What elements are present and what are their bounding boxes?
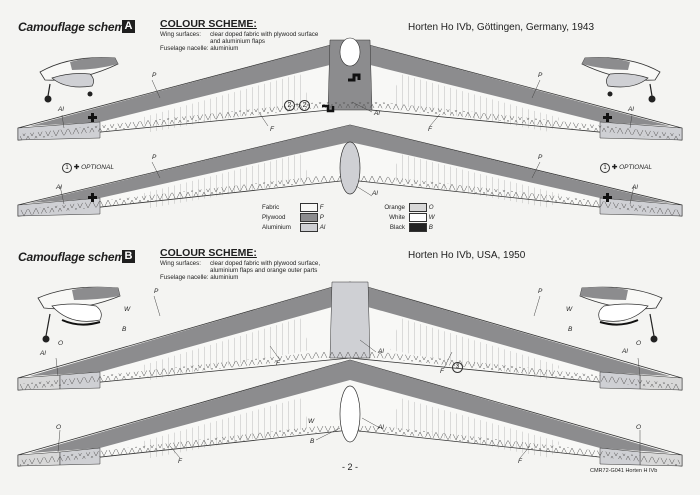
scheme-b-side-view-right <box>579 286 663 343</box>
label-white-b1: W <box>124 306 131 313</box>
label-aluminium-b4: Al <box>378 424 384 431</box>
scheme-a-side-view-right <box>581 57 661 103</box>
scheme-a-fuselage-label: Fuselage nacelle: <box>160 45 209 53</box>
label-plywood-a1: P <box>152 72 157 79</box>
balkenkreuz-icon: ✚ <box>611 164 618 171</box>
scheme-b-colour-title: COLOUR SCHEME: <box>160 247 257 259</box>
label-plywood-a4: P <box>538 154 543 161</box>
scheme-a-fuselage-value: aluminium <box>210 45 239 53</box>
label-orange-b1: O <box>58 340 64 347</box>
legend-item-black: Black B <box>389 223 433 232</box>
scheme-a-bottom-balkenkreuz-left-icon <box>88 193 97 202</box>
label-aluminium-a6: Al <box>372 190 378 197</box>
label-aluminium-a1: Al <box>58 106 64 113</box>
label-fabric-a1: F <box>270 126 274 133</box>
scheme-b-top-wing <box>17 281 683 391</box>
legend-item-aluminium: Aluminium Al <box>262 223 326 232</box>
callout-3: 3 <box>452 362 463 373</box>
label-aluminium-b1: Al <box>40 350 46 357</box>
callout-2-plus-2: 2+2 <box>284 100 311 111</box>
label-fabric-b4: F <box>518 458 522 465</box>
scheme-a-colour-title: COLOUR SCHEME: <box>160 18 257 30</box>
legend-item-orange: Orange O <box>384 203 434 212</box>
scheme-b-badge: B <box>122 250 135 263</box>
label-white-b3: W <box>308 418 315 425</box>
label-aluminium-b2: Al <box>622 348 628 355</box>
scheme-a-top-wing <box>17 37 683 141</box>
product-code: CMR72-G041 Horten H IVb <box>590 468 658 474</box>
scheme-a-heading: Horten Ho IVb, Göttingen, Germany, 1943 <box>408 22 595 33</box>
scheme-b-title: Camouflage scheme <box>18 250 132 264</box>
label-orange-b2: O <box>636 340 642 347</box>
label-orange-b4: O <box>636 424 642 431</box>
scheme-b-fuselage-label: Fuselage nacelle: <box>160 274 209 282</box>
optional-note-left: 1 ✚ OPTIONAL <box>62 163 114 173</box>
label-aluminium-a3: Al <box>374 110 380 117</box>
label-black-b3: B <box>310 438 315 445</box>
label-fabric-b1: F <box>276 360 280 367</box>
label-aluminium-a2: Al <box>628 106 634 113</box>
label-plywood-b1: P <box>154 288 159 295</box>
label-fabric-b3: F <box>178 458 182 465</box>
label-plywood-b2: P <box>538 288 543 295</box>
scheme-a-description: Wing surfaces: clear doped fabric with p… <box>160 31 318 53</box>
label-black-b2: B <box>568 326 573 333</box>
optional-note-right: 1 ✚ OPTIONAL <box>600 163 652 173</box>
scheme-a-bottom-wing <box>17 124 683 217</box>
scheme-b-wing-value: clear doped fabric with plywood surface,… <box>210 260 321 275</box>
scheme-a-top-balkenkreuz-right-icon <box>603 113 612 122</box>
scheme-b-fuselage-value: aluminium <box>210 274 239 282</box>
scheme-a-badge: A <box>122 20 135 33</box>
label-fabric-b2: F <box>440 368 444 375</box>
label-black-b1: B <box>122 326 127 333</box>
scheme-b-side-view-left <box>37 286 121 343</box>
legend-item-fabric: Fabric F <box>262 203 324 212</box>
label-aluminium-b3: Al <box>378 348 384 355</box>
legend-item-plywood: Plywood P <box>262 213 324 222</box>
scheme-a-top-balkenkreuz-left-icon <box>88 113 97 122</box>
label-orange-b3: O <box>56 424 62 431</box>
scheme-b-bottom-wing <box>17 359 683 467</box>
label-plywood-a2: P <box>538 72 543 79</box>
scheme-a-side-view-left <box>39 57 119 103</box>
leader-lines <box>55 79 641 459</box>
label-aluminium-a5: Al <box>632 184 638 191</box>
legend-item-white: White W <box>389 213 435 222</box>
label-aluminium-a4: Al <box>56 184 62 191</box>
scheme-b-description: Wing surfaces: clear doped fabric with p… <box>160 260 320 282</box>
scheme-a-wing-label: Wing surfaces: <box>160 31 201 38</box>
label-fabric-a2: F <box>428 126 432 133</box>
scheme-b-wing-label: Wing surfaces: <box>160 260 201 267</box>
scheme-a-title: Camouflage scheme <box>18 20 132 34</box>
scheme-b-heading: Horten Ho IVb, USA, 1950 <box>408 250 526 261</box>
label-plywood-a3: P <box>152 154 157 161</box>
balkenkreuz-icon: ✚ <box>73 164 80 171</box>
page-number: - 2 - <box>342 462 359 472</box>
scheme-a-bottom-balkenkreuz-right-icon <box>603 193 612 202</box>
label-white-b2: W <box>566 306 573 313</box>
